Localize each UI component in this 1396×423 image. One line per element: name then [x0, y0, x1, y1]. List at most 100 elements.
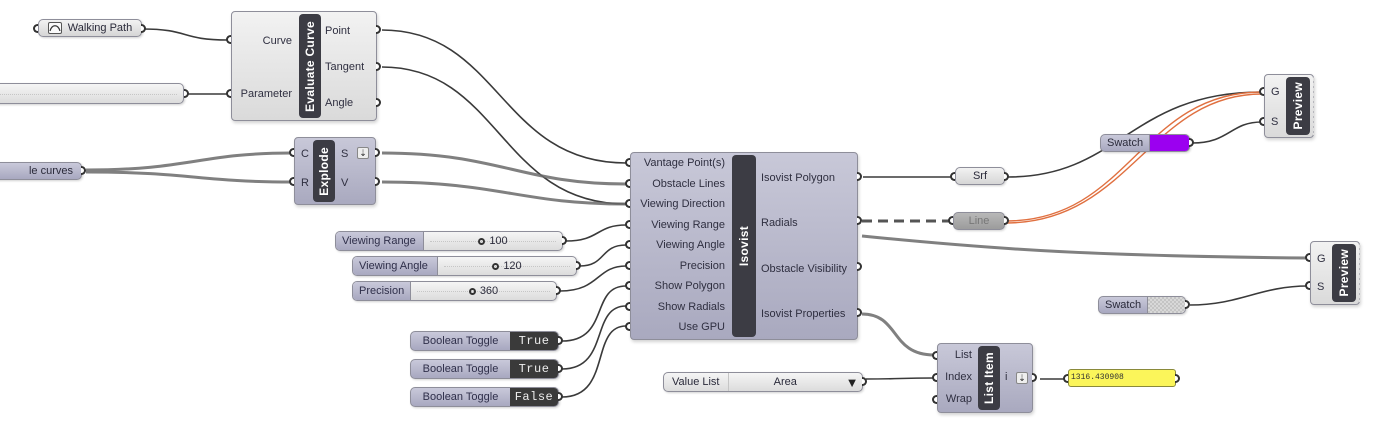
preview-bottom-input-g: G [1317, 253, 1326, 265]
isovist-use-gpu-grip[interactable] [625, 322, 630, 331]
evaluate-curve-curve-grip[interactable] [226, 35, 231, 44]
preview-component-top[interactable]: G S Preview [1264, 74, 1317, 138]
isovist-angle-grip[interactable] [625, 240, 630, 249]
flatten-down-arrow-icon[interactable]: ⇣ [357, 147, 369, 159]
srf-output-grip[interactable] [1004, 172, 1009, 181]
panel-output[interactable]: 1316.430908 [1068, 369, 1176, 387]
isovist-properties-grip[interactable] [857, 308, 862, 317]
swatch-top-output-grip[interactable] [1189, 138, 1194, 147]
value-list-selected[interactable]: Area [773, 376, 797, 388]
precision-output-grip[interactable] [556, 286, 561, 295]
flatten-down-arrow-icon[interactable]: ⇣ [1016, 372, 1028, 384]
obstacle-curves-param[interactable]: le curves [0, 162, 82, 180]
swatch-purple[interactable]: Swatch [1100, 134, 1190, 152]
value-list[interactable]: Value List Area ▼ [663, 372, 863, 392]
boolean-toggle-show-polygon[interactable]: Boolean Toggle True [410, 331, 559, 351]
isovist-radials-grip[interactable] [857, 216, 862, 225]
explode-input-r: R [301, 177, 309, 189]
toggle-2-output-grip[interactable] [558, 364, 563, 373]
preview-top-g-grip[interactable] [1259, 87, 1264, 96]
explode-component[interactable]: Explode C R S V ⇣ [294, 137, 376, 205]
slider-knob-icon[interactable] [492, 263, 500, 270]
output-tangent: Tangent [325, 61, 365, 73]
isovist-vantage-grip[interactable] [625, 158, 630, 167]
slider-knob-icon[interactable] [468, 288, 476, 295]
value-list-output-grip[interactable] [862, 377, 867, 386]
boolean-toggle-use-gpu[interactable]: Boolean Toggle False [410, 387, 559, 407]
isovist-precision-grip[interactable] [625, 261, 630, 270]
list-item-index-grip[interactable] [932, 373, 937, 382]
viewing-angle-slider-track[interactable]: 120 [438, 257, 576, 275]
isovist-show-radials-grip[interactable] [625, 302, 630, 311]
wire-swatch2-s [1189, 285, 1309, 306]
isovist-range-grip[interactable] [625, 220, 630, 229]
swatch-transparent[interactable]: Swatch [1098, 296, 1186, 314]
line-output-grip[interactable] [1004, 216, 1009, 225]
boolean-toggle-show-radials[interactable]: Boolean Toggle True [410, 359, 559, 379]
parameter-slider-output-grip[interactable] [184, 89, 189, 98]
preview-bottom-g-grip[interactable] [1305, 253, 1310, 262]
line-input-grip[interactable] [948, 216, 953, 225]
isovist-visibility-grip[interactable] [857, 262, 862, 271]
evaluate-curve-tangent-grip[interactable] [376, 62, 381, 71]
evaluate-curve-component[interactable]: Evaluate Curve Curve Parameter Point Tan… [231, 11, 377, 121]
viewing-range-output-grip[interactable] [562, 236, 567, 245]
obstacle-curves-output-grip[interactable] [81, 166, 86, 175]
isovist-show-polygon-grip[interactable] [625, 281, 630, 290]
toggle-1-output-grip[interactable] [558, 336, 563, 345]
line-param-disabled[interactable]: Line [953, 212, 1005, 230]
swatch-color[interactable] [1148, 297, 1185, 313]
parameter-slider[interactable] [0, 83, 184, 104]
parameter-slider-track[interactable] [0, 84, 183, 103]
slider-knob-icon[interactable] [478, 238, 486, 245]
evaluate-curve-angle-grip[interactable] [376, 98, 381, 107]
explode-v-grip[interactable] [375, 177, 380, 186]
precision-slider[interactable]: Precision 360 [352, 281, 557, 301]
explode-s-grip[interactable] [375, 148, 380, 157]
swatch-label: Swatch [1101, 135, 1151, 151]
list-item-wrap-grip[interactable] [932, 395, 937, 404]
toggle-3-output-grip[interactable] [558, 392, 563, 401]
toggle-value[interactable]: False [510, 388, 558, 406]
obstacle-curves-label: le curves [28, 165, 73, 177]
wire-walkingpath-curve [141, 28, 229, 41]
viewing-angle-slider-name: Viewing Angle [353, 257, 438, 275]
list-item-input-list: List [954, 349, 972, 361]
list-item-i-grip[interactable] [1032, 373, 1037, 382]
panel-input-grip[interactable] [1063, 374, 1068, 383]
isovist-component[interactable]: Isovist Vantage Point(s) Obstacle Lines … [630, 152, 858, 340]
swatch-bottom-output-grip[interactable] [1185, 300, 1190, 309]
preview-bottom-s-grip[interactable] [1305, 281, 1310, 290]
dropdown-triangle-icon[interactable]: ▼ [845, 374, 859, 390]
toggle-name: Boolean Toggle [422, 363, 499, 375]
evaluate-curve-point-grip[interactable] [376, 25, 381, 34]
viewing-range-slider-track[interactable]: 100 [424, 232, 562, 250]
isovist-polygon-grip[interactable] [857, 172, 862, 181]
precision-slider-track[interactable]: 360 [411, 282, 556, 300]
explode-c-grip[interactable] [289, 148, 294, 157]
toggle-value[interactable]: True [510, 332, 558, 350]
isovist-obstacles-grip[interactable] [625, 179, 630, 188]
explode-input-c: C [301, 148, 309, 160]
explode-r-grip[interactable] [289, 177, 294, 186]
isovist-direction-grip[interactable] [625, 199, 630, 208]
list-item-component[interactable]: List Index Wrap List Item i ⇣ [937, 343, 1033, 413]
isovist-input-precision: Precision [679, 260, 725, 272]
swatch-color[interactable] [1150, 135, 1189, 151]
viewing-angle-slider[interactable]: Viewing Angle 120 [352, 256, 577, 276]
panel-output-grip[interactable] [1175, 374, 1180, 383]
viewing-angle-output-grip[interactable] [576, 261, 581, 270]
srf-input-grip[interactable] [950, 172, 955, 181]
walking-path-output-grip[interactable] [141, 24, 146, 33]
wire-radials-preview [861, 234, 1309, 260]
srf-param[interactable]: Srf [955, 167, 1005, 185]
isovist-title: Isovist [732, 155, 756, 337]
preview-component-bottom[interactable]: G S Preview [1310, 241, 1363, 305]
walking-path-input-grip[interactable] [33, 24, 38, 33]
viewing-range-slider[interactable]: Viewing Range 100 [335, 231, 563, 251]
evaluate-curve-parameter-grip[interactable] [226, 89, 231, 98]
preview-top-s-grip[interactable] [1259, 117, 1264, 126]
list-item-list-grip[interactable] [932, 351, 937, 360]
walking-path-param[interactable]: Walking Path [38, 19, 142, 37]
toggle-value[interactable]: True [510, 360, 558, 378]
